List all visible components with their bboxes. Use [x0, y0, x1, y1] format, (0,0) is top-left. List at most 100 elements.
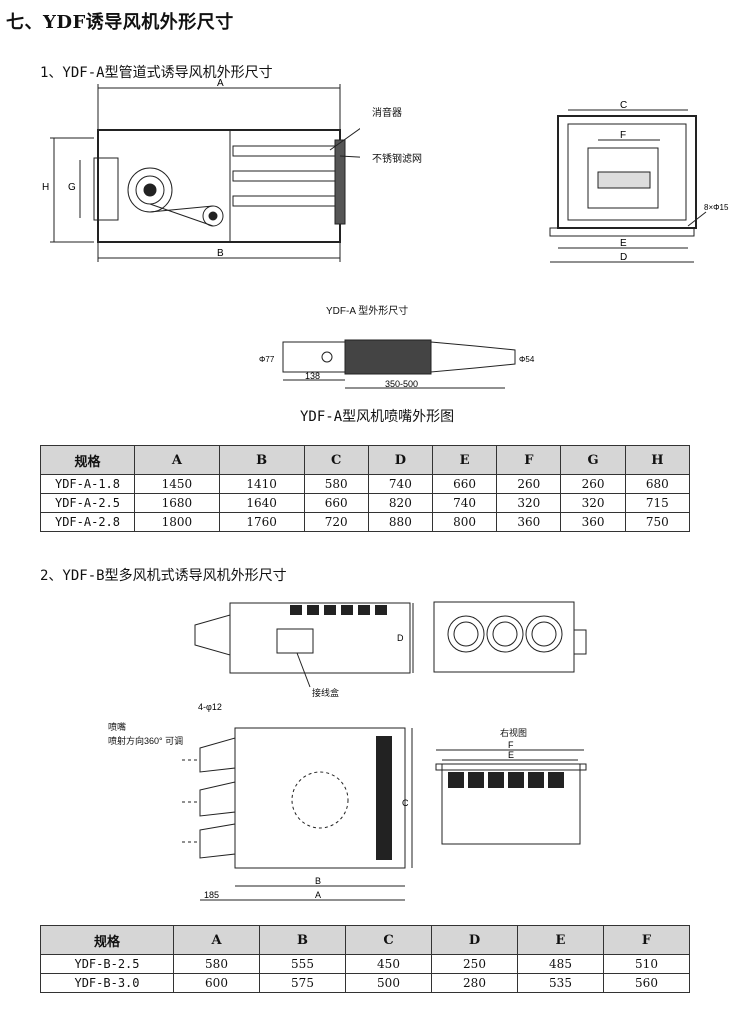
table-a-header: F [496, 445, 562, 475]
dim-c-label: C [402, 798, 409, 808]
ydf-b-top-drawing: D [194, 602, 414, 688]
table-b-header: B [259, 925, 346, 955]
table-cell: 450 [345, 954, 432, 974]
table-cell: 800 [431, 512, 498, 532]
table-b-header: D [431, 925, 518, 955]
table-cell: 1760 [218, 512, 305, 532]
dim-185-label: 185 [204, 890, 219, 900]
nozzle-label: 喷嘴 [108, 722, 127, 732]
table-a-header: E [431, 445, 498, 475]
section-b-heading: 2、YDF-B型多风机式诱导风机外形尺寸 [40, 568, 287, 584]
table-b-header-row: 规格 A B C D E F [40, 925, 690, 955]
table-b-header: C [345, 925, 432, 955]
table-b: 规格 A B C D E F YDF-B-2.5 580 555 450 250… [40, 925, 690, 993]
table-row: YDF-A-2.5 1680 1640 660 820 740 320 320 … [40, 493, 691, 513]
table-cell: YDF-A-1.8 [40, 474, 135, 494]
table-cell: 250 [431, 954, 518, 974]
table-cell: 360 [560, 512, 626, 532]
table-cell: 680 [624, 474, 691, 494]
table-cell: 660 [303, 493, 369, 513]
nozzle-drawing: Φ77 Φ54 138 350-500 [259, 339, 535, 389]
table-row: YDF-A-2.8 1800 1760 720 880 800 360 360 … [40, 512, 691, 532]
table-cell: 360 [496, 512, 562, 532]
table-cell: 560 [603, 973, 690, 993]
ydf-b-right-drawing: F E [435, 740, 587, 845]
dim-a-label: A [217, 78, 224, 89]
table-cell: 320 [496, 493, 562, 513]
table-cell: 720 [303, 512, 369, 532]
table-a-header: B [218, 445, 305, 475]
dim-f-label: F [620, 130, 626, 141]
table-cell: 660 [431, 474, 498, 494]
table-cell: 260 [496, 474, 562, 494]
table-cell: 535 [517, 973, 604, 993]
table-a-header: D [367, 445, 434, 475]
table-cell: 1450 [134, 474, 220, 494]
dim-b-label: B [315, 876, 321, 886]
table-cell: YDF-A-2.8 [40, 512, 135, 532]
ydf-a-side-drawing: A H G B [42, 78, 360, 262]
table-b-header: 规格 [40, 925, 174, 955]
junction-box-label: 接线盒 [312, 688, 340, 698]
table-cell: 580 [303, 474, 369, 494]
section-a-heading: 1、YDF-A型管道式诱导风机外形尺寸 [40, 65, 273, 81]
ydf-b-end-drawing [433, 601, 587, 673]
nozzle-350-label: 350-500 [385, 379, 418, 389]
filter-label: 不锈钢滤网 [372, 154, 422, 165]
table-cell: 750 [624, 512, 691, 532]
direction-label: 喷射方向360° 可调 [108, 736, 184, 746]
dim-c-label: C [620, 100, 627, 111]
table-cell: 500 [345, 973, 432, 993]
dim-e-label: E [508, 750, 514, 760]
dim-b-label: B [217, 248, 224, 259]
table-cell: 820 [367, 493, 434, 513]
dim-d-label: D [397, 633, 404, 643]
dim-g-label: G [68, 182, 76, 193]
nozzle-d77-label: Φ77 [259, 355, 275, 364]
table-cell: 320 [560, 493, 626, 513]
table-a-header: A [134, 445, 220, 475]
table-cell: 1410 [218, 474, 305, 494]
muffler-label: 消音器 [372, 108, 402, 119]
table-b-header: F [603, 925, 690, 955]
table-cell: YDF-A-2.5 [40, 493, 135, 513]
dim-e-label: E [620, 238, 627, 249]
table-cell: 880 [367, 512, 434, 532]
table-cell: 485 [517, 954, 604, 974]
holes-label: 8×Φ15 [704, 203, 729, 212]
table-cell: 740 [431, 493, 498, 513]
table-cell: YDF-B-3.0 [40, 973, 174, 993]
drawing-a-caption: YDF-A 型外形尺寸 [326, 306, 409, 317]
dim-a-label: A [315, 890, 321, 900]
table-row: YDF-B-3.0 600 575 500 280 535 560 [40, 973, 690, 993]
nozzle-caption: YDF-A型风机喷嘴外形图 [300, 409, 455, 425]
table-a-header: C [303, 445, 369, 475]
dim-d-label: D [620, 252, 627, 263]
table-cell: 510 [603, 954, 690, 974]
holes-label: 4-φ12 [198, 702, 222, 712]
dim-h-label: H [42, 182, 49, 193]
ydf-b-plan-drawing: C B A 185 4-φ12 [182, 702, 413, 901]
table-cell: 280 [431, 973, 518, 993]
table-cell: 740 [367, 474, 434, 494]
table-a-header: 规格 [40, 445, 135, 475]
table-cell: 1800 [134, 512, 220, 532]
page-title: 七、YDF诱导风机外形尺寸 [6, 12, 234, 33]
table-a: 规格 A B C D E F G H YDF-A-1.8 1450 1410 5… [40, 445, 691, 532]
nozzle-138-label: 138 [305, 371, 320, 381]
table-cell: 715 [624, 493, 691, 513]
table-cell: YDF-B-2.5 [40, 954, 174, 974]
table-cell: 555 [259, 954, 346, 974]
table-a-header-row: 规格 A B C D E F G H [40, 445, 691, 475]
table-cell: 260 [560, 474, 626, 494]
table-a-header: H [624, 445, 691, 475]
table-cell: 1680 [134, 493, 220, 513]
nozzle-d54-label: Φ54 [519, 355, 535, 364]
table-cell: 580 [173, 954, 260, 974]
right-view-label: 右视图 [500, 728, 528, 738]
dim-f-label: F [508, 740, 514, 750]
table-cell: 575 [259, 973, 346, 993]
table-b-header: A [173, 925, 260, 955]
table-b-header: E [517, 925, 604, 955]
ydf-a-front-drawing: C F E D 8×Φ15 [549, 100, 729, 263]
